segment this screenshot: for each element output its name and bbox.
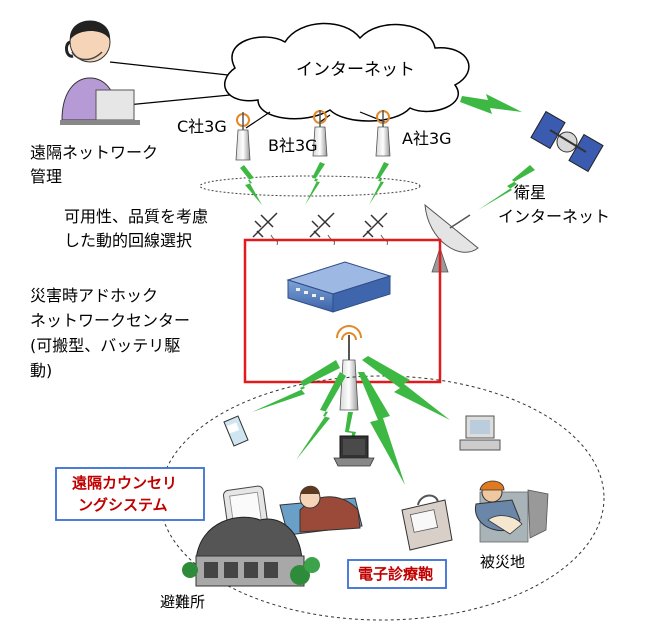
tower-b-icon [312,110,328,157]
mobile-phone-icon [223,415,249,447]
satellite-label-2: インターネット [498,207,611,226]
medical-bag-box [347,559,447,589]
rescuer-icon [475,480,549,543]
desktop-pc-icon [459,415,501,451]
medical-bag-label: 電子診療鞄 [358,565,434,583]
sleeping-person-icon [279,485,363,536]
disaster-area-label: 被災地 [480,553,526,571]
remote-mgmt-label-1: 遠隔ネットワーク [30,143,159,162]
disaster-area-ellipse [159,375,605,621]
tower-a-icon [375,110,391,157]
satellite-label-1: 衛星 [514,183,547,202]
internet-cloud [224,22,470,122]
laptop-icon [333,435,375,467]
center-label-3: (可搬型、バッテリ駆 [30,336,181,355]
wifi-tower-icon [336,325,362,411]
signal-bolts-wireless [252,356,450,485]
selection-label-2: した動的回線選択 [64,231,193,250]
center-label-4: 動) [30,361,53,380]
center-label-2: ネットワークセンター [30,311,191,330]
selection-label-1: 可用性、品質を考慮 [64,207,209,226]
counseling-label-2: ングシステム [78,496,168,514]
shelter-label: 避難所 [160,593,206,611]
signal-bolts-3g [240,162,389,205]
antenna-group-ellipse [199,175,421,197]
network-center-box [243,238,442,384]
router-icon [286,261,392,313]
antennas-icon [252,212,388,246]
carrier-c-label: C社3G [177,117,227,136]
medical-bag-icon [401,494,453,551]
tower-c-icon [235,112,251,161]
satellite-icon [530,110,604,173]
remote-mgmt-label-2: 管理 [30,167,63,186]
signal-bolts-satellite [460,94,535,210]
internet-label: インターネット [296,60,415,80]
satellite-dish-icon [424,203,479,273]
carrier-a-label: A社3G [402,129,452,148]
counseling-label-1: 遠隔カウンセリ [72,474,178,492]
operator-person-icon [60,20,140,125]
carrier-b-label: B社3G [268,136,318,155]
counseling-box [55,467,205,521]
shelter-building-icon [182,516,320,587]
center-label-1: 災害時アドホック [30,286,159,305]
